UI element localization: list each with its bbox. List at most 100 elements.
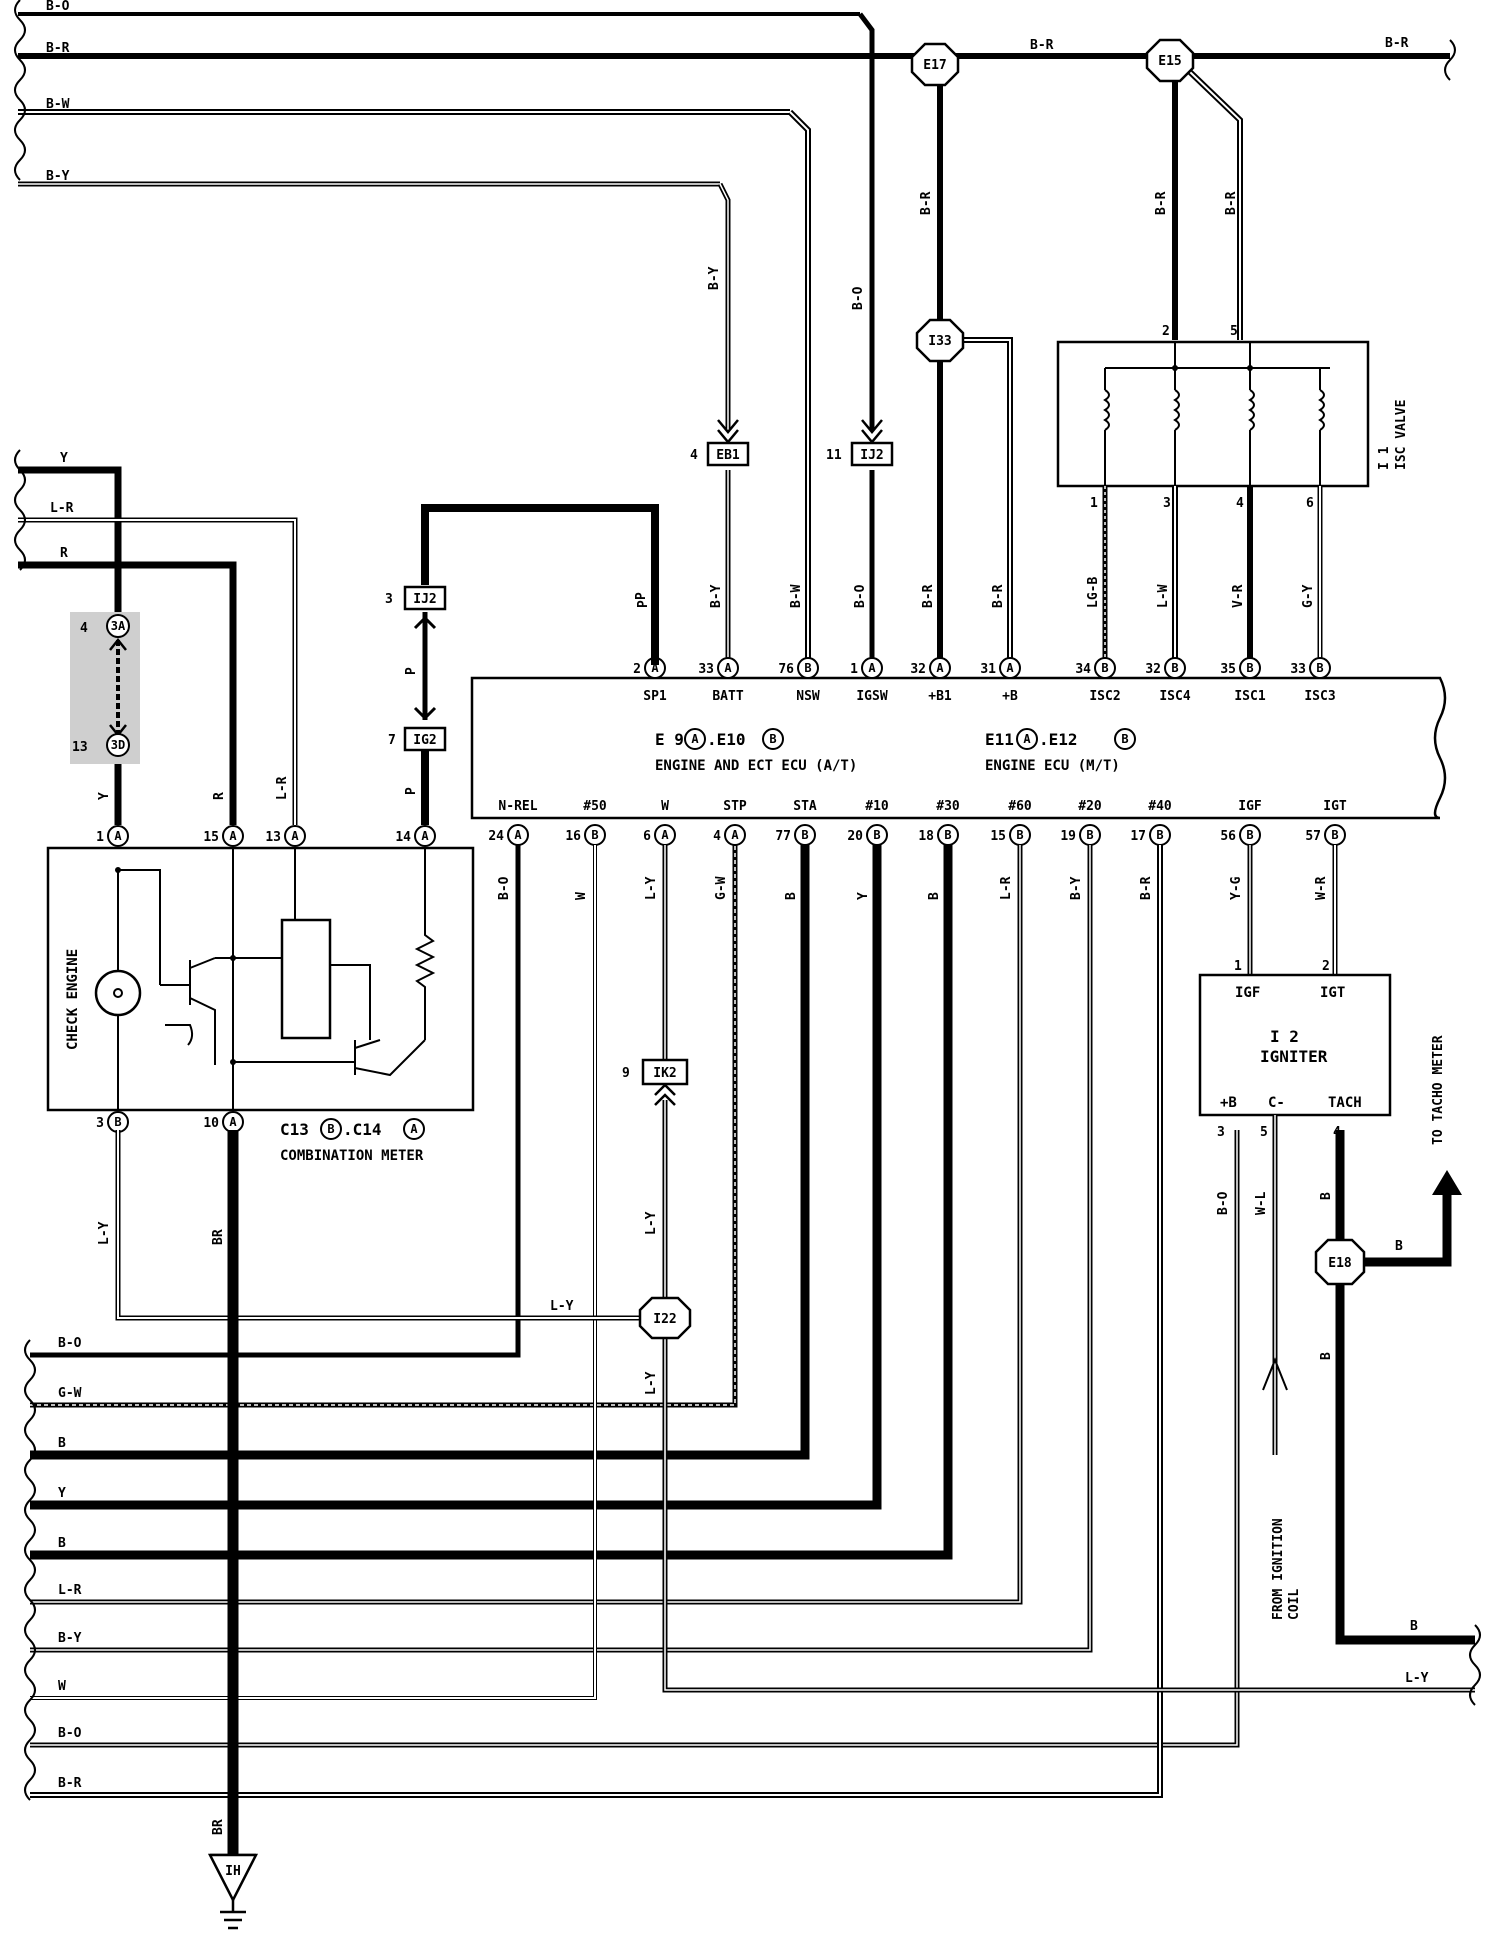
wire-label-b-r-e15b: B-R: [1224, 191, 1239, 215]
connector-eb1: EB1 4: [690, 419, 750, 467]
wire-label-b-r-e15a: B-R: [1154, 191, 1169, 215]
pin-number: 56: [1220, 829, 1236, 844]
pin-label: #40: [1148, 799, 1172, 814]
pin-label: W: [661, 799, 669, 814]
cm-top-pin: A1: [96, 825, 129, 847]
combination-meter: CHECK ENGINE C13 B .C14 A COMBINATION ME…: [46, 846, 475, 1164]
svg-text:L-Y: L-Y: [550, 1299, 574, 1314]
pin-number: 24: [488, 829, 504, 844]
pin-connector-letter: A: [661, 828, 669, 842]
cm-top-pin: A13: [265, 825, 306, 847]
bottom-wire-label: L-R: [58, 1583, 82, 1598]
pin-number: 16: [565, 829, 581, 844]
pin-number: 33: [1290, 662, 1306, 677]
ecu-bottom-pin: B16#50W: [565, 799, 607, 900]
svg-text:R: R: [212, 792, 227, 800]
svg-text:I 1: I 1: [1377, 446, 1392, 470]
svg-text:3A: 3A: [111, 619, 126, 633]
svg-text:6: 6: [1306, 496, 1314, 511]
svg-text:3D: 3D: [111, 738, 125, 752]
svg-text:4: 4: [690, 448, 698, 463]
wire-label-b-r-mid: B-R: [1030, 38, 1054, 53]
svg-text:I22: I22: [653, 1312, 676, 1327]
pin-label: #10: [865, 799, 889, 814]
isc-lower-wires: [1102, 486, 1323, 665]
pin-connector-letter: A: [868, 661, 876, 675]
wire-label: W-R: [1314, 876, 1329, 900]
pin-connector-letter: B: [1246, 661, 1253, 675]
cm-bottom-pin: A10: [203, 1111, 244, 1133]
pin-connector-letter: A: [936, 661, 944, 675]
svg-text:+B: +B: [1220, 1095, 1237, 1111]
svg-text:14: 14: [395, 830, 411, 845]
svg-text:B: B: [1121, 732, 1128, 746]
ecu-name1: ENGINE AND ECT ECU (A/T): [655, 758, 857, 774]
svg-text:B: B: [114, 1115, 121, 1129]
ecu-block: E 9 A .E10 B ENGINE AND ECT ECU (A/T) E1…: [470, 676, 1447, 820]
pin-label: #20: [1078, 799, 1102, 814]
wire-label-lr-left: L-R: [50, 501, 74, 516]
top-vertical-wires: B-Y B-O B-R B-R B-R: [707, 12, 1243, 665]
bottom-wire-label: B-O: [58, 1726, 82, 1741]
pin-number: 18: [918, 829, 934, 844]
wire-label: B-R: [991, 584, 1006, 608]
wire-label: G-Y: [1301, 584, 1316, 608]
wire-label-b-w-top: B-W: [46, 97, 70, 112]
svg-text:3: 3: [96, 1116, 104, 1131]
svg-text:.C14: .C14: [343, 1120, 382, 1139]
wire-label-b-right: B: [1410, 1619, 1418, 1634]
wire-label: V-R: [1231, 584, 1246, 608]
svg-text:L-Y: L-Y: [644, 1371, 659, 1395]
pin-connector-letter: A: [724, 661, 732, 675]
wire-label: P: [636, 600, 651, 608]
svg-text:4: 4: [1236, 496, 1244, 511]
bottom-wire-label: W: [58, 1679, 66, 1694]
wire-label: B: [784, 892, 799, 900]
br-ground-wire: BR BR IH: [207, 1130, 259, 1930]
wire-label: B-O: [497, 876, 512, 900]
svg-text:7: 7: [388, 733, 396, 748]
isc-valve: 2 5 1 3 4 6 I 1 ISC VALVE: [1056, 324, 1409, 511]
wire-label: LG-B: [1086, 577, 1101, 608]
svg-text:IJ2: IJ2: [413, 592, 436, 607]
pin-label: SP1: [643, 689, 667, 704]
connector-ij2-left: [403, 585, 447, 611]
ecu-bottom-pins: A24N-RELB-OB16#50WA6WL-YA4STPG-WB77STABB…: [488, 799, 1347, 900]
svg-text:BR: BR: [211, 1229, 226, 1245]
svg-text:C-: C-: [1268, 1095, 1285, 1111]
bottom-wire-label: B-Y: [58, 1631, 82, 1646]
svg-text:.E12: .E12: [1039, 730, 1078, 749]
svg-text:2: 2: [1322, 959, 1330, 974]
pin-label: BATT: [712, 689, 743, 704]
pin-label: NSW: [796, 689, 820, 704]
svg-text:I33: I33: [928, 334, 951, 349]
svg-text:2: 2: [1162, 324, 1170, 339]
wire-label-b-o-top: B-O: [46, 0, 70, 14]
svg-text:13: 13: [265, 830, 281, 845]
svg-text:IGT: IGT: [1320, 985, 1345, 1001]
wire-label: Y-G: [1229, 876, 1244, 900]
svg-text:15: 15: [203, 830, 219, 845]
l-y-wire: IK2 9 I22 L-Y L-Y L-Y L-Y L-Y: [97, 845, 1475, 1693]
svg-text:5: 5: [1260, 1125, 1268, 1140]
pin-number: 1: [850, 662, 858, 677]
pin-connector-letter: B: [1101, 661, 1108, 675]
pin-number: 19: [1060, 829, 1076, 844]
svg-text:IK2: IK2: [653, 1066, 676, 1081]
pin-label: #50: [583, 799, 607, 814]
ecu-name2: ENGINE ECU (M/T): [985, 758, 1120, 774]
arrow-up-icon: [1432, 1170, 1462, 1195]
pin-connector-letter: B: [1086, 828, 1093, 842]
pin-number: 4: [713, 829, 721, 844]
pin-connector-letter: B: [1331, 828, 1338, 842]
pin-connector-letter: B: [1316, 661, 1323, 675]
svg-text:E18: E18: [1328, 1256, 1352, 1271]
pin-connector-letter: B: [1246, 828, 1253, 842]
ecu-title1: E 9: [655, 730, 684, 749]
